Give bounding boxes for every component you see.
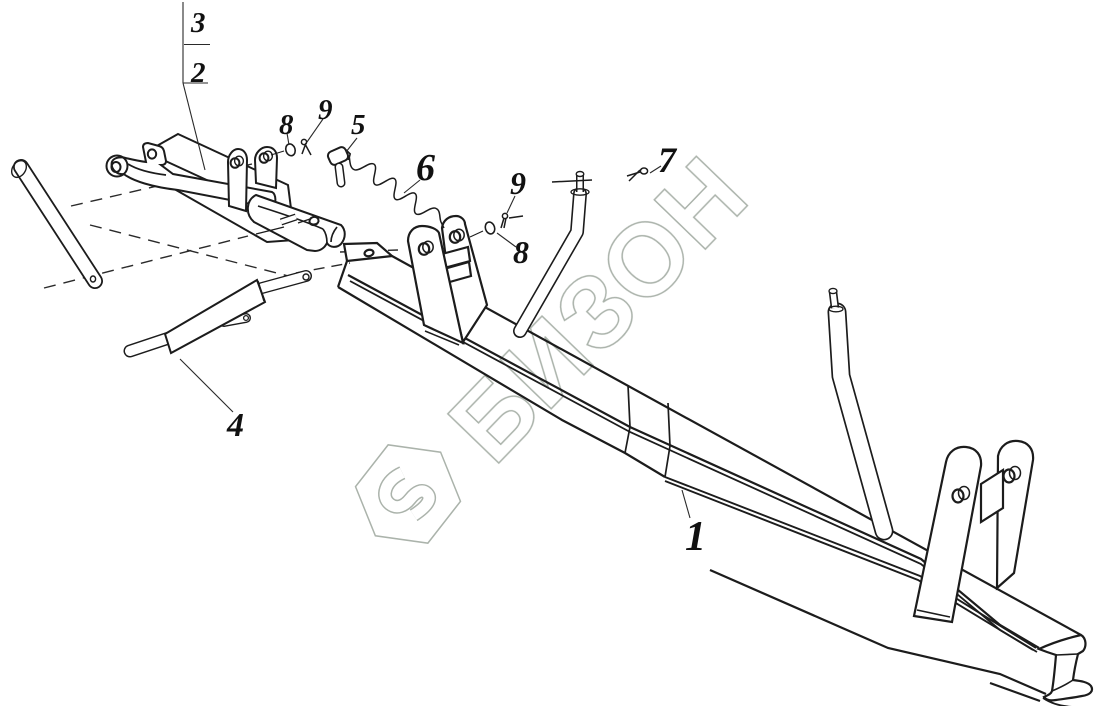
svg-text:2: 2 xyxy=(190,57,206,89)
svg-text:7: 7 xyxy=(658,140,678,180)
svg-text:3: 3 xyxy=(190,7,206,39)
svg-text:9: 9 xyxy=(318,94,333,126)
svg-text:6: 6 xyxy=(416,147,435,189)
svg-text:5: 5 xyxy=(351,109,366,141)
svg-text:9: 9 xyxy=(510,165,526,201)
svg-text:1: 1 xyxy=(685,514,706,560)
svg-text:8: 8 xyxy=(279,109,294,141)
svg-text:4: 4 xyxy=(226,407,244,444)
svg-text:8: 8 xyxy=(513,234,529,270)
